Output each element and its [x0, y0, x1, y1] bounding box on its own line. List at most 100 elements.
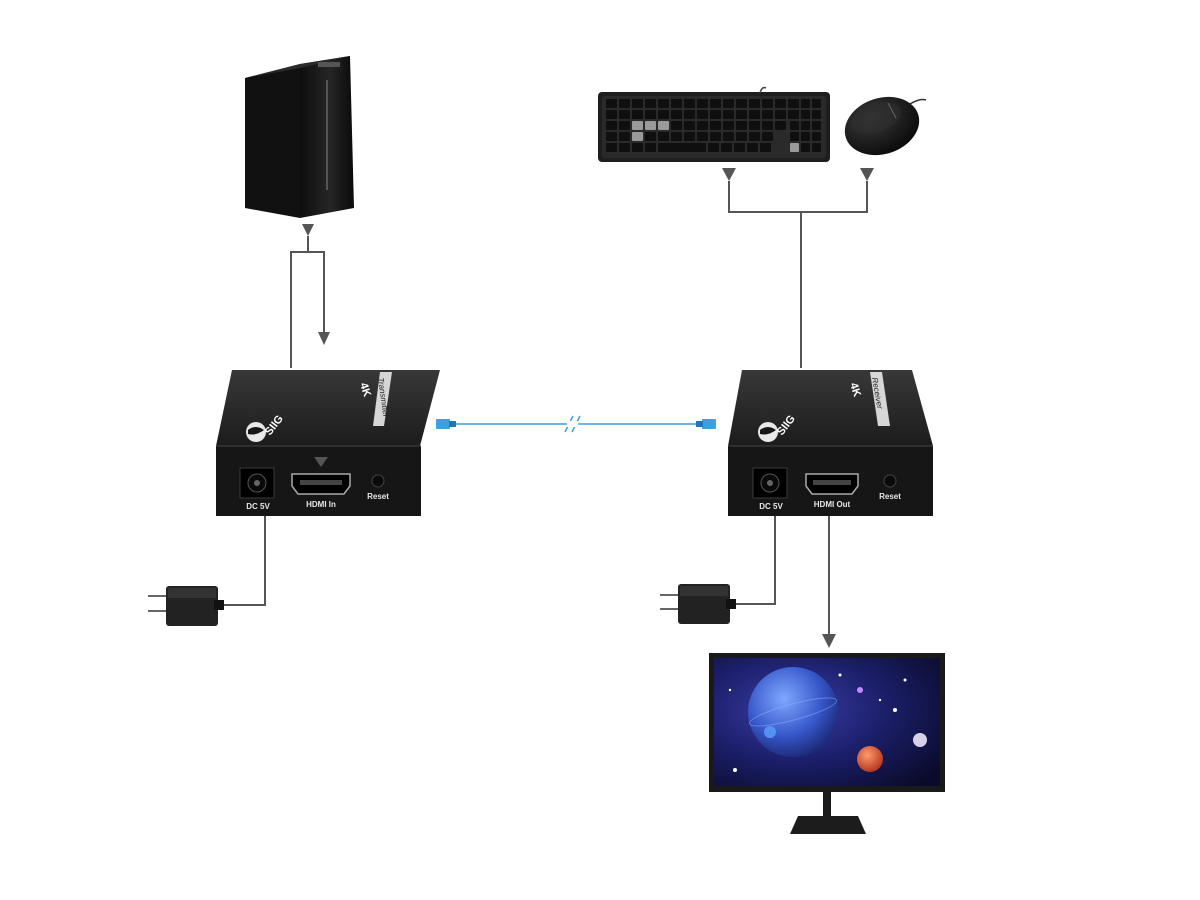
keyboard-key [762, 121, 773, 130]
keyboard-key [632, 99, 643, 108]
receiver-hdmi-label: HDMI Out [814, 500, 851, 509]
keyboard-numpad-key [812, 121, 821, 130]
keyboard-key [749, 99, 760, 108]
monitor-icon [709, 653, 945, 834]
transmitter-hdmi-label: HDMI In [306, 500, 336, 509]
keyboard-key [619, 121, 630, 130]
keyboard-key [658, 132, 669, 141]
keyboard-key [684, 99, 695, 108]
keyboard-key [658, 99, 669, 108]
power-adapter-left-icon [148, 586, 224, 626]
keyboard-numpad-key [790, 121, 799, 130]
keyboard-icon [598, 86, 830, 162]
receiver-power-cable [736, 516, 776, 605]
keyboard-key [671, 132, 682, 141]
keyboard-key [684, 110, 695, 119]
keyboard-key [606, 99, 617, 108]
keyboard-numpad-key [801, 143, 810, 152]
transmitter-badge: 4K [357, 381, 373, 398]
keyboard-key [645, 110, 656, 119]
keyboard-key [723, 99, 734, 108]
keyboard-key [619, 132, 630, 141]
lan-cable [436, 415, 716, 433]
keyboard-key [775, 121, 786, 130]
receiver-hdmi-port[interactable] [805, 473, 859, 495]
receiver-power-port[interactable] [752, 467, 788, 499]
keyboard-numpad-key [801, 99, 810, 108]
receiver-reset-button[interactable] [883, 474, 897, 488]
transmitter-hdmi-port[interactable] [291, 473, 351, 495]
keyboard-numpad-key [801, 110, 810, 119]
keyboard-key [710, 110, 721, 119]
receiver-unit: SIIG 4K Receiver DC 5V HDMI Out Reset [728, 370, 933, 516]
keyboard-key [775, 99, 786, 108]
keyboard-key [775, 110, 786, 119]
power-adapter-right-icon [660, 584, 736, 624]
transmitter-unit: SIIG 4K Transmitter DC 5V HDMI In Reset [216, 370, 440, 516]
keyboard-key [710, 99, 721, 108]
receiver-to-monitor-cable [822, 516, 836, 648]
keyboard-numpad-key [812, 143, 821, 152]
keyboard-numpad-key [790, 132, 799, 141]
keyboard-key [723, 121, 734, 130]
keyboard-key [736, 132, 747, 141]
keyboard-key [658, 110, 669, 119]
keyboard-key [619, 99, 630, 108]
keyboard-key [671, 99, 682, 108]
keyboard-numpad-key [812, 132, 821, 141]
keyboard-key [736, 99, 747, 108]
keyboard-key [619, 143, 630, 152]
keyboard-key [645, 132, 656, 141]
keyboard-key [606, 110, 617, 119]
keyboard-numpad-key [812, 110, 821, 119]
transmitter-power-cable [222, 516, 266, 606]
keyboard-key [632, 121, 643, 130]
receiver-badge: 4K [847, 381, 863, 398]
keyboard-key [658, 143, 706, 152]
keyboard-key [684, 121, 695, 130]
pc-tower-icon [245, 56, 354, 218]
keyboard-key [747, 143, 758, 152]
keyboard-key [760, 143, 771, 152]
transmitter-reset-label: Reset [367, 492, 389, 501]
transmitter-power-label: DC 5V [246, 502, 270, 511]
keyboard-key [645, 143, 656, 152]
keyboard-key [632, 132, 643, 141]
keyboard-key [658, 121, 669, 130]
keyboard-key [762, 110, 773, 119]
keyboard-key [684, 132, 695, 141]
transmitter-power-port[interactable] [239, 467, 275, 499]
keyboard-key [708, 143, 719, 152]
keyboard-key [606, 121, 617, 130]
kvm-to-receiver-cable [722, 168, 874, 368]
keyboard-key [723, 110, 734, 119]
keyboard-numpad-key [790, 143, 799, 152]
keyboard-key [697, 99, 708, 108]
keyboard-key [671, 110, 682, 119]
keyboard-numpad-key [801, 132, 810, 141]
keyboard-key [749, 132, 760, 141]
keyboard-key [736, 121, 747, 130]
keyboard-key [606, 143, 617, 152]
keyboard-numpad-key [790, 110, 799, 119]
keyboard-key [710, 121, 721, 130]
transmitter-reset-button[interactable] [371, 474, 385, 488]
keyboard-numpad-key [801, 121, 810, 130]
siig-logo: SIIG [758, 413, 798, 442]
keyboard-numpad-key [812, 99, 821, 108]
receiver-power-label: DC 5V [759, 502, 783, 511]
keyboard-key [697, 132, 708, 141]
keyboard-key [749, 121, 760, 130]
keyboard-numpad-key [790, 99, 799, 108]
keyboard-key [697, 110, 708, 119]
keyboard-key [697, 121, 708, 130]
keyboard-key [606, 132, 617, 141]
keyboard-key [734, 143, 745, 152]
keyboard-key [619, 110, 630, 119]
keyboard-key [736, 110, 747, 119]
pc-to-transmitter-cable [290, 224, 330, 368]
keyboard-key [710, 132, 721, 141]
keyboard-key [645, 99, 656, 108]
